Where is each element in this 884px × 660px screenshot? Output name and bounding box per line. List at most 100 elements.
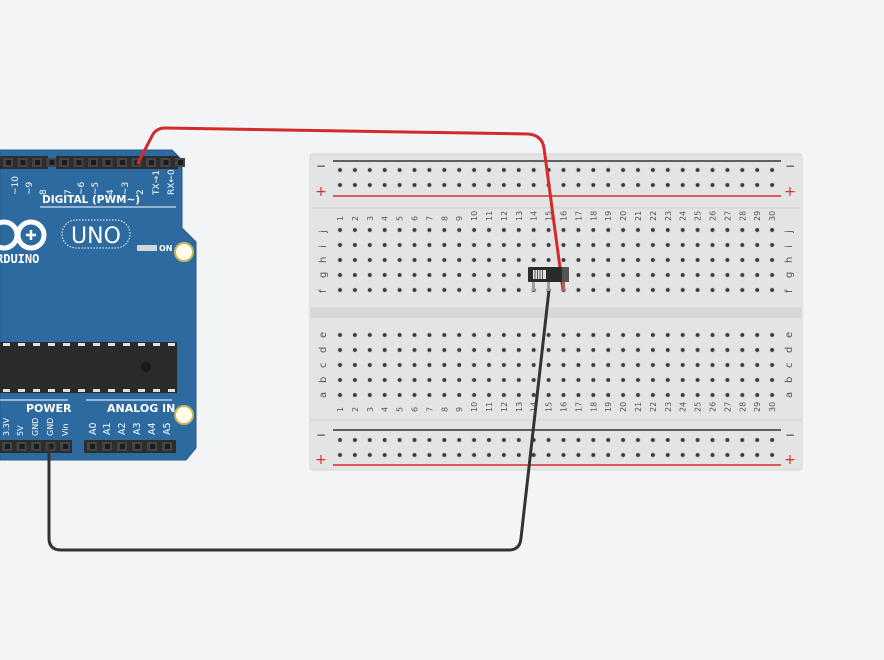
- breadboard-hole[interactable]: [651, 393, 655, 397]
- breadboard-hole[interactable]: [680, 438, 685, 442]
- breadboard-hole[interactable]: [755, 453, 760, 457]
- breadboard-hole[interactable]: [516, 393, 521, 397]
- breadboard-hole[interactable]: [457, 183, 462, 187]
- breadboard-hole[interactable]: [412, 288, 417, 292]
- breadboard-hole[interactable]: [665, 243, 670, 247]
- breadboard-hole[interactable]: [680, 228, 685, 232]
- breadboard-hole[interactable]: [338, 258, 342, 262]
- breadboard-hole[interactable]: [651, 363, 655, 367]
- breadboard-hole[interactable]: [382, 393, 387, 397]
- breadboard-hole[interactable]: [636, 393, 640, 397]
- breadboard-hole[interactable]: [680, 393, 685, 397]
- breadboard-hole[interactable]: [591, 393, 596, 397]
- breadboard-hole[interactable]: [397, 333, 402, 337]
- breadboard-hole[interactable]: [576, 363, 581, 367]
- breadboard-hole[interactable]: [367, 273, 372, 277]
- breadboard-hole[interactable]: [487, 333, 491, 337]
- breadboard-hole[interactable]: [621, 273, 625, 277]
- breadboard-hole[interactable]: [725, 348, 730, 352]
- breadboard-hole[interactable]: [367, 333, 372, 337]
- breadboard-hole[interactable]: [561, 378, 566, 382]
- breadboard-hole[interactable]: [546, 453, 551, 457]
- breadboard-hole[interactable]: [576, 378, 581, 382]
- breadboard-hole[interactable]: [651, 453, 655, 457]
- breadboard-hole[interactable]: [516, 228, 521, 232]
- breadboard-hole[interactable]: [665, 348, 670, 352]
- breadboard-hole[interactable]: [606, 348, 611, 352]
- breadboard-hole[interactable]: [680, 243, 685, 247]
- breadboard-hole[interactable]: [382, 243, 387, 247]
- breadboard-hole[interactable]: [665, 288, 670, 292]
- breadboard-hole[interactable]: [531, 183, 536, 187]
- breadboard-hole[interactable]: [457, 378, 462, 382]
- breadboard-hole[interactable]: [442, 183, 447, 187]
- breadboard-hole[interactable]: [546, 228, 551, 232]
- breadboard-hole[interactable]: [367, 363, 372, 367]
- breadboard-hole[interactable]: [531, 333, 536, 337]
- breadboard-hole[interactable]: [531, 393, 536, 397]
- breadboard-hole[interactable]: [382, 183, 387, 187]
- breadboard-hole[interactable]: [427, 393, 432, 397]
- breadboard-hole[interactable]: [606, 393, 611, 397]
- breadboard-hole[interactable]: [740, 348, 745, 352]
- breadboard-hole[interactable]: [695, 243, 700, 247]
- breadboard-hole[interactable]: [695, 348, 700, 352]
- breadboard-hole[interactable]: [561, 453, 566, 457]
- breadboard-hole[interactable]: [472, 333, 476, 337]
- breadboard-hole[interactable]: [621, 183, 625, 187]
- breadboard-hole[interactable]: [606, 363, 611, 367]
- breadboard-hole[interactable]: [427, 243, 432, 247]
- breadboard-hole[interactable]: [755, 228, 760, 232]
- breadboard-hole[interactable]: [755, 348, 760, 352]
- breadboard-hole[interactable]: [487, 228, 491, 232]
- breadboard-hole[interactable]: [576, 453, 581, 457]
- breadboard-hole[interactable]: [695, 438, 700, 442]
- breadboard-hole[interactable]: [591, 348, 596, 352]
- breadboard-hole[interactable]: [412, 333, 417, 337]
- breadboard-hole[interactable]: [472, 378, 476, 382]
- breadboard-hole[interactable]: [367, 438, 372, 442]
- breadboard-hole[interactable]: [546, 348, 551, 352]
- breadboard-hole[interactable]: [531, 228, 536, 232]
- breadboard-hole[interactable]: [427, 363, 432, 367]
- breadboard-hole[interactable]: [725, 438, 730, 442]
- breadboard-hole[interactable]: [442, 348, 447, 352]
- breadboard-hole[interactable]: [338, 243, 342, 247]
- breadboard-hole[interactable]: [576, 348, 581, 352]
- breadboard-hole[interactable]: [621, 438, 625, 442]
- breadboard-hole[interactable]: [770, 258, 774, 262]
- breadboard-hole[interactable]: [353, 363, 357, 367]
- breadboard-hole[interactable]: [710, 288, 715, 292]
- breadboard-hole[interactable]: [502, 363, 506, 367]
- breadboard-hole[interactable]: [621, 348, 625, 352]
- breadboard-hole[interactable]: [546, 243, 551, 247]
- breadboard-hole[interactable]: [561, 228, 566, 232]
- breadboard-hole[interactable]: [606, 243, 611, 247]
- breadboard-hole[interactable]: [516, 453, 521, 457]
- breadboard-hole[interactable]: [680, 168, 685, 172]
- breadboard-hole[interactable]: [353, 453, 357, 457]
- breadboard-hole[interactable]: [353, 333, 357, 337]
- breadboard-hole[interactable]: [621, 228, 625, 232]
- breadboard-hole[interactable]: [427, 228, 432, 232]
- breadboard-hole[interactable]: [382, 258, 387, 262]
- breadboard-hole[interactable]: [576, 228, 581, 232]
- breadboard-hole[interactable]: [710, 348, 715, 352]
- breadboard-hole[interactable]: [382, 228, 387, 232]
- breadboard-hole[interactable]: [427, 453, 432, 457]
- breadboard-hole[interactable]: [725, 168, 730, 172]
- breadboard-hole[interactable]: [502, 273, 506, 277]
- breadboard-hole[interactable]: [546, 363, 551, 367]
- breadboard-hole[interactable]: [457, 243, 462, 247]
- breadboard-hole[interactable]: [442, 228, 447, 232]
- breadboard-hole[interactable]: [472, 393, 476, 397]
- breadboard-hole[interactable]: [740, 273, 745, 277]
- breadboard-hole[interactable]: [651, 288, 655, 292]
- breadboard-hole[interactable]: [412, 348, 417, 352]
- breadboard-hole[interactable]: [516, 273, 521, 277]
- breadboard-hole[interactable]: [338, 288, 342, 292]
- breadboard-hole[interactable]: [695, 453, 700, 457]
- breadboard-hole[interactable]: [680, 258, 685, 262]
- breadboard-hole[interactable]: [382, 438, 387, 442]
- breadboard-hole[interactable]: [710, 243, 715, 247]
